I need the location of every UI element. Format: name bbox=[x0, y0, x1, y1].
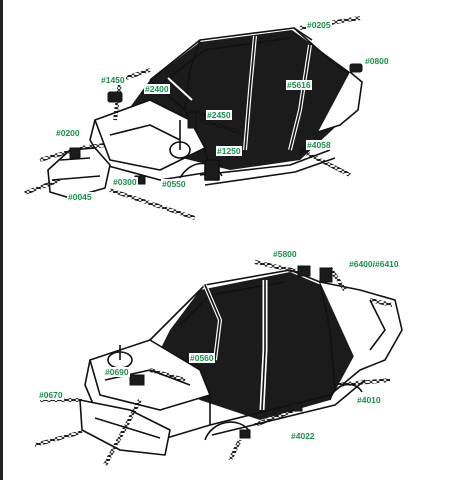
callout-0690: #0690 bbox=[104, 367, 130, 377]
callout-6400-6410: #6400/#6410 bbox=[348, 259, 400, 269]
callout-0560: #0560 bbox=[189, 353, 215, 363]
top-vehicle-body bbox=[47, 27, 363, 199]
callout-0300: #0300 bbox=[112, 177, 138, 187]
callout-2450: #2450 bbox=[206, 110, 232, 120]
callout-0200: #0200 bbox=[55, 128, 81, 138]
callout-4022: #4022 bbox=[290, 431, 316, 441]
callout-4058: #4058 bbox=[306, 140, 332, 150]
callout-0670: #0670 bbox=[38, 390, 64, 400]
callout-0800: #0800 bbox=[364, 56, 390, 66]
callout-0205: #0205 bbox=[306, 20, 332, 30]
callout-5616: #5616 bbox=[286, 80, 312, 90]
callout-1450: #1450 bbox=[100, 75, 126, 85]
callout-0045: #0045 bbox=[67, 192, 93, 202]
callout-0550: #0550 bbox=[161, 179, 187, 189]
callout-2400: #2400 bbox=[144, 84, 170, 94]
left-edge-rule bbox=[0, 0, 3, 480]
top-vehicle-clamps bbox=[69, 63, 363, 185]
bottom-vehicle-body bbox=[79, 269, 403, 456]
bottom-vehicle-clamps bbox=[129, 265, 333, 439]
callout-4010: #4010 bbox=[356, 395, 382, 405]
callout-1250: #1250 bbox=[216, 146, 242, 156]
callout-5800: #5800 bbox=[272, 249, 298, 259]
